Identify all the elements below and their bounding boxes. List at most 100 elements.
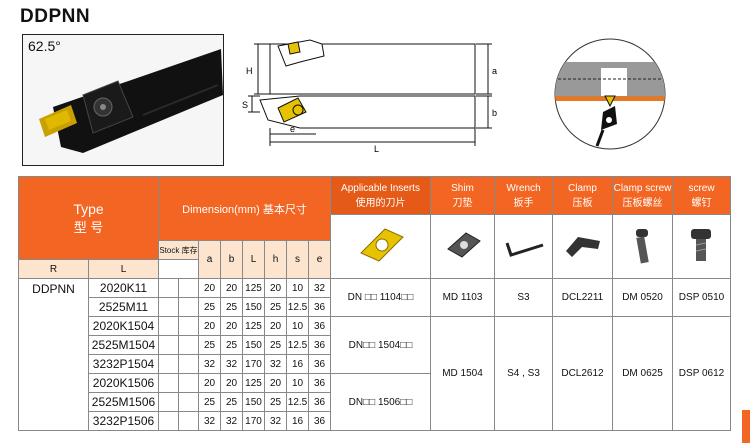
l-cell: 170 [242,411,265,431]
shim-cell: MD 1504 [430,316,495,431]
dimension-sketch: H a S b e L [242,39,497,154]
l-cell: 125 [242,316,265,336]
e-cell: 36 [308,411,331,431]
b-cell: 20 [220,278,243,298]
b-cell: 20 [220,373,243,393]
h-cell: 25 [264,335,287,355]
table-row: 2525M11 25 25 150 25 12.5 36 [19,297,731,317]
col-stock-l: L [88,259,159,279]
b-cell: 25 [220,297,243,317]
stock-r-cell [158,373,179,393]
dim-label-l: L [374,144,379,154]
stock-r-cell [158,354,179,374]
dim-label-e: e [290,124,295,134]
model-cell: 2020K1504 [88,316,159,336]
type-header: Type 型 号 [18,176,159,260]
l-cell: 170 [242,354,265,374]
spec-table: Type 型 号 Dimension(mm) 基本尺寸 Applicable I… [18,176,731,431]
col-a: a [198,240,221,279]
dim-label-b: b [492,108,497,118]
a-cell: 20 [198,316,221,336]
family-cell: DDPNN [18,278,89,431]
dimension-header: Dimension(mm) 基本尺寸 [158,176,331,241]
a-cell: 32 [198,411,221,431]
h-cell: 32 [264,354,287,374]
wrench-picture [494,214,553,279]
wrench-cell: S3 [494,278,553,317]
a-cell: 25 [198,335,221,355]
table-row: 2020K1504 20 20 125 20 10 36 DN□□ 1504□□… [19,316,731,431]
b-cell: 32 [220,354,243,374]
h-cell: 20 [264,278,287,298]
model-cell: 2525M1506 [88,392,159,412]
stock-l-cell [178,335,199,355]
h-cell: 32 [264,411,287,431]
stock-header: Stock 库存 [158,240,199,260]
stock-l-cell [178,297,199,317]
s-cell: 10 [286,278,309,298]
stock-r-cell [158,335,179,355]
a-cell: 32 [198,354,221,374]
insert-picture [330,214,431,279]
model-cell: 2525M11 [88,297,159,317]
screw-icon [690,229,711,261]
model-cell: 2020K11 [88,278,159,298]
a-cell: 20 [198,373,221,393]
col-s: s [286,240,309,279]
stock-r-cell [158,316,179,336]
model-cell: 3232P1506 [88,411,159,431]
l-cell: 125 [242,373,265,393]
h-cell: 25 [264,297,287,317]
page-tab-marker [742,410,750,443]
s-cell: 16 [286,354,309,374]
b-cell: 20 [220,316,243,336]
table-row: 3232P1504 32 32 170 32 16 36 [19,354,731,374]
tool-holder-image [39,49,223,153]
insert-cell: DN □□ 1104□□ [330,278,431,317]
type-header-cn: 型 号 [73,219,104,235]
stock-l-cell [178,354,199,374]
e-cell: 36 [308,354,331,374]
model-cell: 2525M1504 [88,335,159,355]
e-cell: 36 [308,373,331,393]
wrench-icon [505,242,543,257]
l-cell: 125 [242,278,265,298]
clamp-screw-icon [635,229,649,264]
type-header-en: Type [73,200,104,217]
clamp-cell: DCL2211 [552,278,613,317]
screw-picture [672,214,731,279]
screw-cell: DSP 0510 [672,278,731,317]
a-cell: 20 [198,278,221,298]
l-cell: 150 [242,335,265,355]
stock-l-cell [178,392,199,412]
col-e: e [308,240,331,279]
col-h: h [264,240,287,279]
col-l: L [242,240,265,279]
e-cell: 36 [308,316,331,336]
a-cell: 25 [198,392,221,412]
clamp-icon [565,237,600,257]
clamp-screw-picture [612,214,673,279]
clamp-cell: DCL2612 [552,316,613,431]
col-stock-r: R [18,259,89,279]
e-cell: 36 [308,297,331,317]
stock-l-cell [178,316,199,336]
insert-icon [359,228,404,262]
a-cell: 25 [198,297,221,317]
dim-label-s: S [242,100,248,110]
tool-holder-photo: 62.5° [22,34,224,166]
col-b: b [220,240,243,279]
s-cell: 10 [286,316,309,336]
insert-cell: DN□□ 1504□□ [330,316,431,374]
machining-diagram [554,38,666,150]
model-cell: 2020K1506 [88,373,159,393]
s-cell: 12.5 [286,335,309,355]
stock-l-cell [178,278,199,298]
table-row: DDPNN 2020K11 20 20 125 20 10 32 DN □□ 1… [18,278,731,431]
